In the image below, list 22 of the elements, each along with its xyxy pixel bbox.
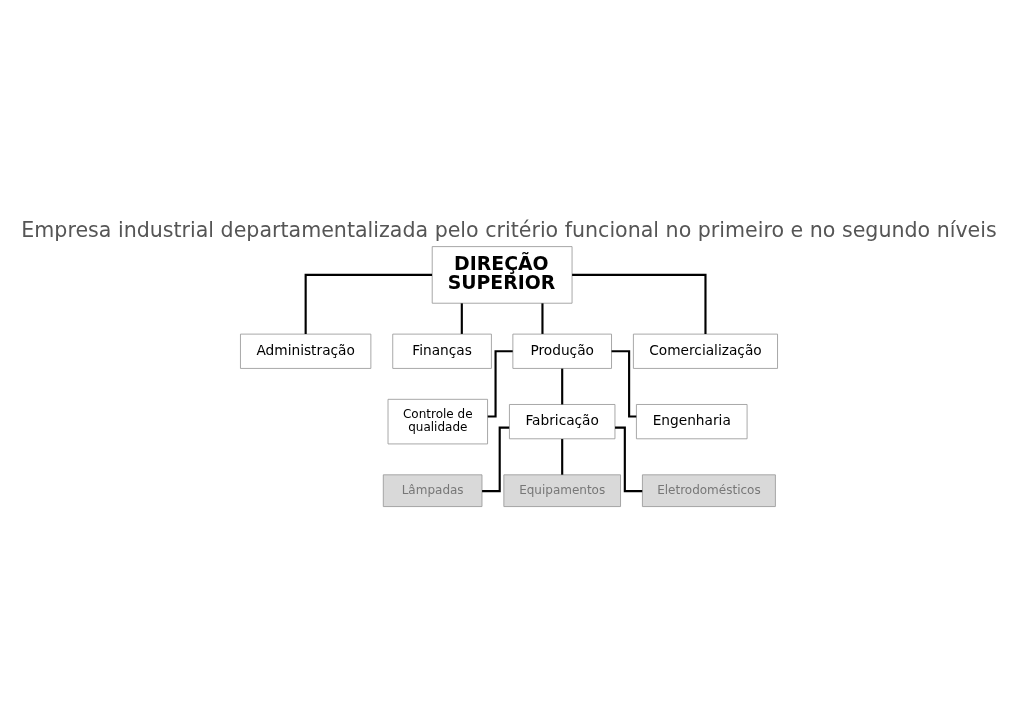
connector (561, 439, 564, 475)
connector (460, 303, 463, 334)
node-box: Comercialização (633, 333, 778, 369)
node-box: Equipamentos (503, 474, 621, 507)
node-box: Eletrodomésticos (642, 474, 776, 507)
node-box: Administração (240, 333, 372, 369)
connector (611, 350, 637, 418)
node-box: Finanças (392, 333, 492, 369)
node-box: Produção (512, 333, 612, 369)
node-box: Lâmpadas (382, 474, 483, 507)
connector (541, 303, 544, 334)
connector (572, 273, 707, 334)
node-box: Fabricação (509, 404, 616, 440)
connector (487, 350, 513, 418)
node-box: Controle de qualidade (387, 398, 488, 445)
connector (615, 426, 643, 493)
diagram-title: Empresa industrial departamentalizada pelo critério funcional no primeiro e no segundo níveis (21, 218, 997, 243)
node-box: DIREÇÃO SUPERIOR (431, 246, 573, 304)
connector (482, 426, 510, 493)
node-box: Engenharia (636, 404, 748, 440)
connector (304, 273, 433, 334)
connector (561, 368, 564, 405)
